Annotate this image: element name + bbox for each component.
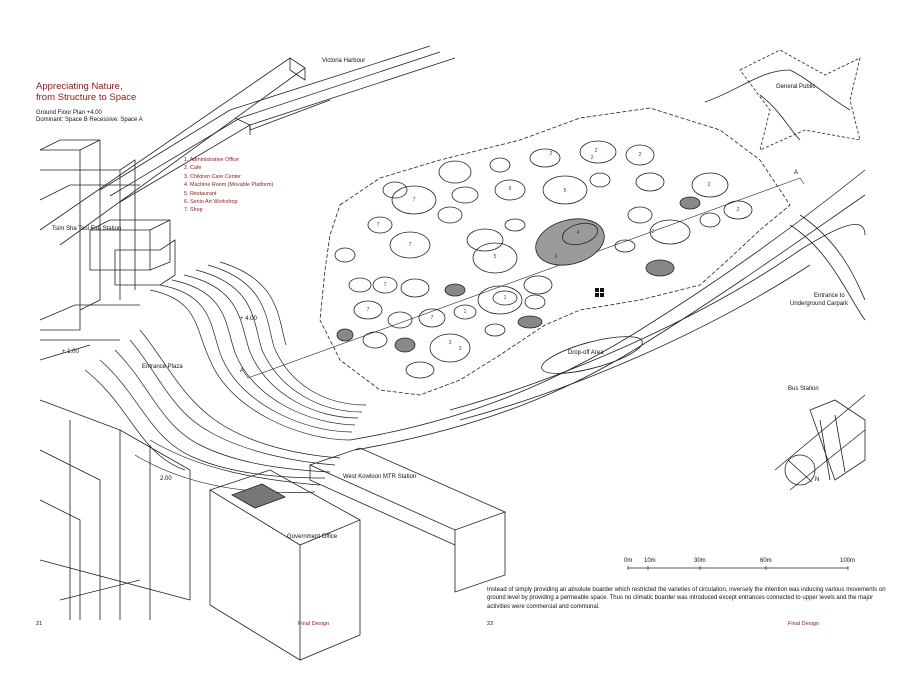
carpark-label-line-1: Entrance to: [814, 293, 845, 299]
level-200-label: 2.00: [160, 476, 172, 482]
fire-station-label: Tsim Sha Tsui Fire Station: [52, 226, 122, 232]
legend-item: 6. Senio Art Workshop: [184, 198, 238, 205]
section-a-markers: [595, 288, 604, 297]
room-legend: 1. Administrative Office 2. Cafe 3. Chil…: [184, 156, 273, 215]
canopy-outline: [319, 107, 791, 396]
victoria-harbour-label: Victoria Harbour: [322, 58, 366, 64]
room-number: 2: [639, 152, 642, 158]
room-number: 4: [577, 230, 580, 236]
level-400-label: + 4.00: [240, 316, 257, 322]
room-number: 2: [591, 155, 594, 161]
legend-item: 5. Restaurant: [184, 190, 217, 197]
room-number: 7: [409, 242, 412, 248]
scale-bar: [627, 566, 849, 570]
lower-left-frames: [39, 399, 191, 620]
mtr-station-label: West Kowloon MTR Station: [343, 474, 417, 480]
plan-label: Ground Floor Plan +4.00: [36, 109, 102, 116]
room-number: 3: [449, 340, 452, 346]
drop-off-label: Drop-off Area: [568, 350, 604, 356]
north-label: N: [815, 477, 820, 483]
entrance-plaza-ribbon: [84, 261, 367, 493]
room-number: 5: [509, 186, 512, 192]
scale-label: 100m: [840, 558, 856, 564]
room-number: 7: [377, 222, 380, 228]
room-number: 6: [555, 254, 558, 260]
harbour-pier: [39, 45, 456, 246]
section-line: [243, 177, 805, 379]
bus-station-label: Bus Station: [788, 386, 819, 392]
room-number: 2: [652, 229, 655, 235]
scale-label: 10m: [644, 558, 656, 564]
room-number: 5: [564, 188, 567, 194]
dominance-label: Dominant: Space B Recessive: Space A: [36, 116, 143, 123]
circulation-roads: [349, 169, 866, 451]
legend-item: 1. Administrative Office: [184, 157, 240, 163]
level-100-label: + 1.00: [62, 349, 79, 355]
room-number: 7: [431, 315, 434, 321]
left-page-number: 21: [36, 621, 43, 627]
right-page-number: 22: [487, 621, 494, 627]
room-number: 2: [550, 151, 553, 157]
room-number: 1: [504, 295, 507, 301]
bus-station: [774, 394, 866, 491]
government-office-label: Government Office: [287, 534, 338, 540]
section-a-left-label: A: [240, 368, 245, 374]
left-buildings: [39, 139, 176, 361]
legend-item: 4. Machine Room (Movable Platform): [184, 182, 274, 189]
room-number: 2: [595, 148, 598, 154]
room-number: 2: [737, 207, 740, 213]
room-number: 2: [708, 182, 711, 188]
section-a-right-label: A: [794, 170, 799, 176]
left-section-name: Final Design: [298, 621, 330, 627]
room-number: 7: [367, 307, 370, 313]
entrance-plaza-label: Entrance Plaza: [142, 364, 183, 370]
general-public-arrows: [704, 69, 851, 141]
legend-item: 2. Cafe: [184, 165, 202, 172]
scale-label: 30m: [694, 558, 706, 564]
canopy-pods: [334, 140, 753, 379]
legend-item: 7. Shop: [184, 207, 203, 214]
north-arrow-icon: [784, 454, 816, 486]
carpark-label-line-2: Underground Carpark: [790, 301, 849, 307]
room-number: 1: [464, 309, 467, 315]
room-number: 5: [494, 254, 497, 260]
title-line-2: from Structure to Space: [36, 91, 137, 103]
room-number: 7: [384, 282, 387, 288]
title-block: Appreciating Nature, from Structure to S…: [36, 81, 143, 124]
right-section-name: Final Design: [788, 621, 820, 627]
room-number: 3: [459, 346, 462, 352]
general-public-diagram: [739, 49, 861, 151]
mtr-station-block: [308, 447, 507, 593]
general-public-label: General Public: [776, 84, 816, 90]
legend-item: 3. Children Care Center: [184, 173, 241, 180]
scale-label: 0m: [624, 558, 633, 564]
room-number: 7: [413, 197, 416, 203]
title-line-1: Appreciating Nature,: [36, 81, 123, 92]
government-office-block: [209, 469, 361, 661]
description-paragraph: Instead of simply providing an absolute …: [487, 587, 886, 610]
scale-label: 60m: [760, 558, 772, 564]
